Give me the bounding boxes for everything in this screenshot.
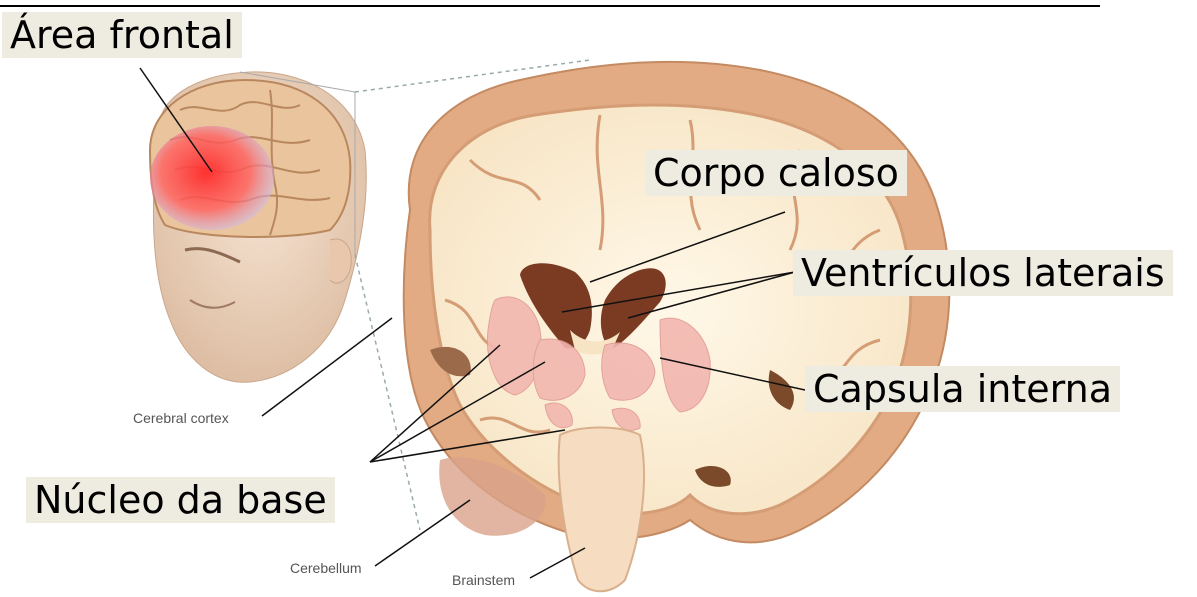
label-nucleo-da-base: Núcleo da base xyxy=(26,477,335,523)
label-cerebral-cortex: Cerebral cortex xyxy=(133,410,229,426)
brainstem-shape xyxy=(559,428,644,592)
label-corpo-caloso: Corpo caloso xyxy=(645,150,907,196)
label-capsula-interna: Capsula interna xyxy=(805,366,1120,412)
label-area-frontal: Área frontal xyxy=(2,12,242,58)
label-ventriculos-laterais: Ventrículos laterais xyxy=(793,250,1173,296)
frontal-highlight xyxy=(150,126,274,230)
coronal-section xyxy=(404,62,950,591)
label-brainstem: Brainstem xyxy=(452,572,515,588)
label-cerebellum: Cerebellum xyxy=(290,560,362,576)
